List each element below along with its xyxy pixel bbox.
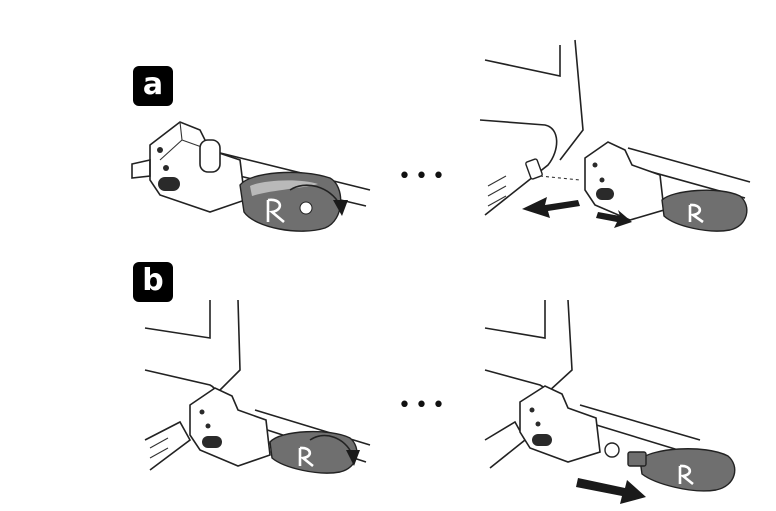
step-a-badge: a <box>133 66 173 106</box>
step-b-badge: b <box>133 262 173 302</box>
step-a-insert-into-laptop <box>479 39 751 232</box>
arrow-icon <box>333 200 348 216</box>
step-b-separator: ••• <box>398 393 449 418</box>
key-icon <box>239 171 342 232</box>
step-a-lock-key-turn <box>131 121 371 232</box>
cable-lock-icon <box>131 121 246 213</box>
step-b-remove-key <box>484 299 736 504</box>
step-a-separator: ••• <box>398 164 449 189</box>
step-b-lock-key-turn <box>144 299 371 474</box>
laptop-icon <box>479 39 584 216</box>
